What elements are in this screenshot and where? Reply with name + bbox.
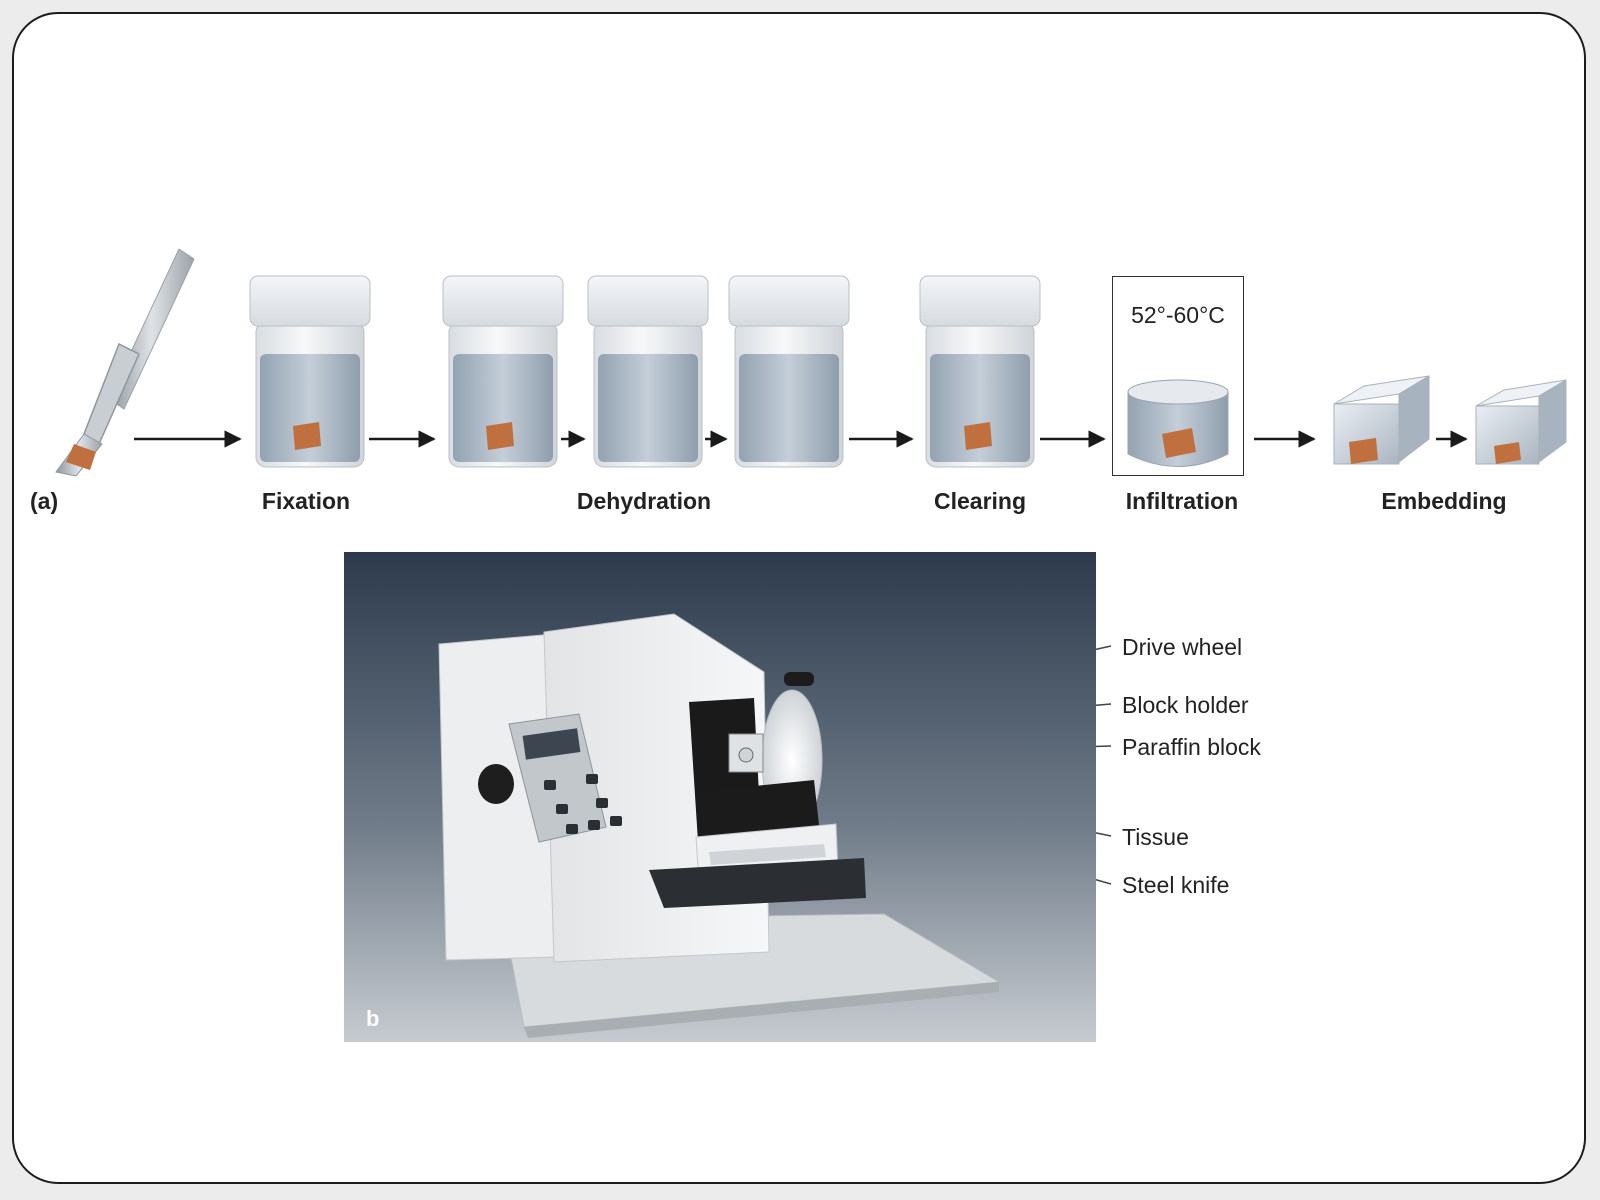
callout-steel-knife: Steel knife [1122, 872, 1230, 898]
infiltration-temperature: 52°-60°C [1131, 302, 1225, 328]
jar-clearing-icon [919, 275, 1041, 468]
panel-a-label: (a) [30, 488, 59, 514]
process-illustration [55, 248, 1567, 885]
jar-dehydration-3-icon [728, 275, 850, 468]
step-label-infiltration: Infiltration [1125, 488, 1239, 514]
microtome-drawing [344, 552, 1096, 1042]
panel-b-label: b [366, 1006, 380, 1031]
step-label-embedding: Embedding [1381, 488, 1507, 514]
callout-tissue: Tissue [1122, 824, 1189, 850]
jar-dehydration-2-icon [587, 275, 709, 468]
jar-dehydration-1-icon [442, 275, 564, 468]
embedding-block-1-icon [1333, 375, 1430, 465]
microtome-photo [344, 552, 1096, 1042]
step-label-dehydration: Dehydration [576, 488, 712, 514]
embedding-block-2-icon [1475, 379, 1567, 465]
paraffin-dish-icon [1127, 379, 1229, 467]
jar-fixation-icon [249, 275, 371, 468]
infiltration-temperature-box: 52°-60°C [1112, 276, 1244, 476]
step-label-fixation: Fixation [261, 488, 351, 514]
slide: (a) Fixation Dehydration Clearing Infilt… [12, 12, 1586, 1184]
step-label-clearing: Clearing [933, 488, 1027, 514]
scalpel-icon [55, 248, 195, 477]
callout-block-holder: Block holder [1122, 692, 1249, 718]
callout-drive-wheel: Drive wheel [1122, 634, 1243, 660]
callout-paraffin-block: Paraffin block [1122, 734, 1261, 760]
